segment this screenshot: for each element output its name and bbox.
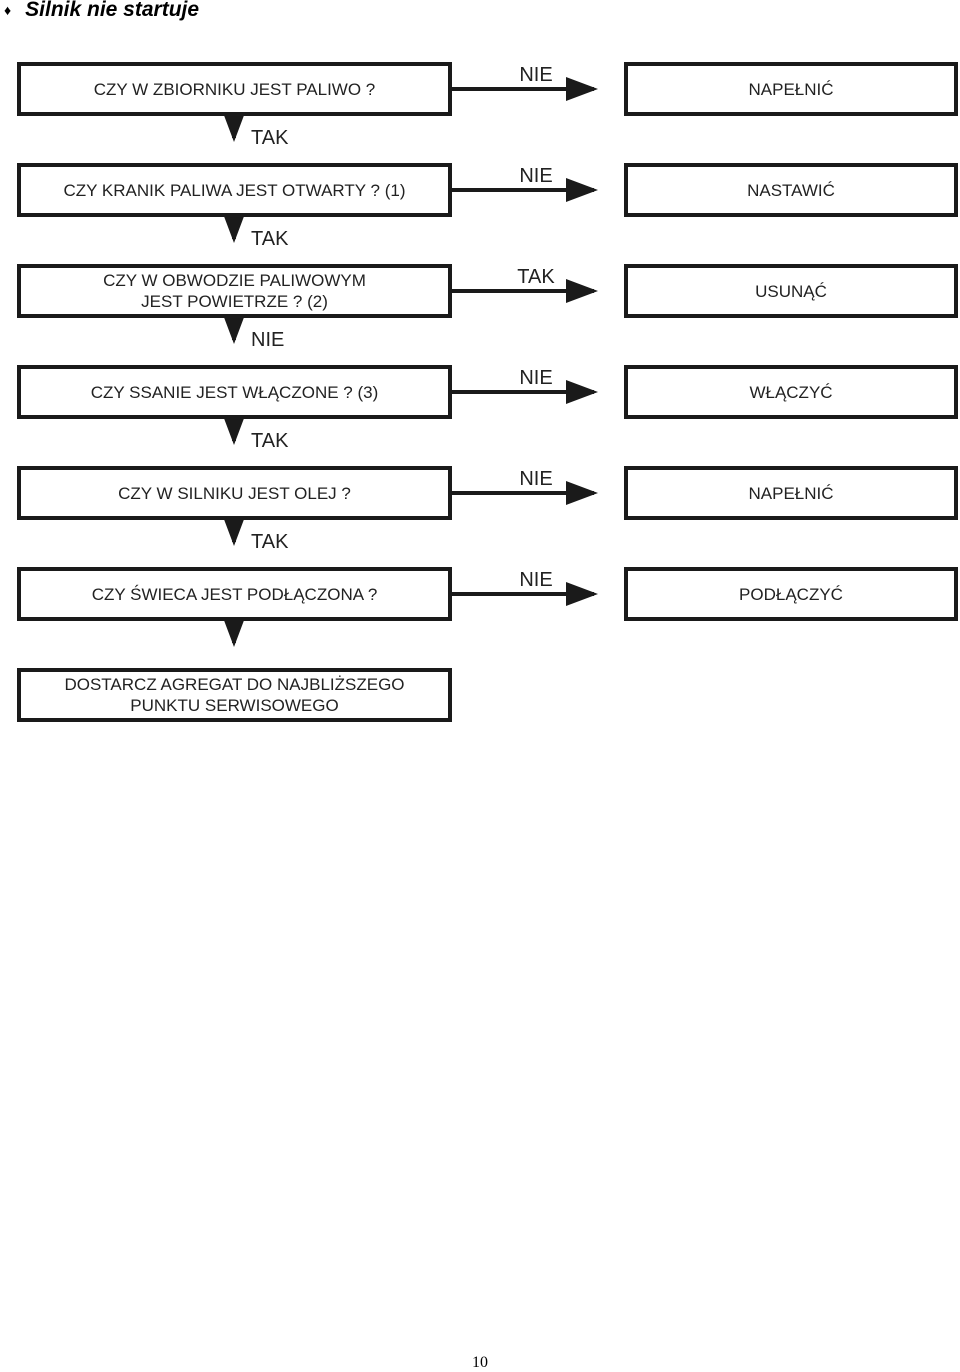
question-box-5: CZY W SILNIKU JEST OLEJ ?: [17, 466, 452, 520]
side-label-3: TAK: [517, 266, 555, 288]
diamond-bullet-icon: ♦: [4, 2, 12, 18]
side-label-4: NIE: [519, 367, 553, 389]
side-label-5: NIE: [519, 468, 553, 490]
down-label-1: TAK: [251, 127, 289, 149]
action-box-5: NAPEŁNIĆ: [624, 466, 958, 520]
action-box-6: PODŁĄCZYĆ: [624, 567, 958, 621]
down-label-3: NIE: [251, 329, 285, 351]
page-title: Silnik nie startuje: [25, 0, 200, 21]
action-box-2: NASTAWIĆ: [624, 163, 958, 217]
page-heading: ♦ Silnik nie startuje: [4, 0, 199, 23]
question-box-4: CZY SSANIE JEST WŁĄCZONE ? (3): [17, 365, 452, 419]
down-label-2: TAK: [251, 228, 289, 250]
side-label-6: NIE: [519, 569, 553, 591]
action-box-1: NAPEŁNIĆ: [624, 62, 958, 116]
side-label-2: NIE: [519, 165, 553, 187]
action-box-4: WŁĄCZYĆ: [624, 365, 958, 419]
question-box-1: CZY W ZBIORNIKU JEST PALIWO ?: [17, 62, 452, 116]
side-label-1: NIE: [519, 64, 553, 86]
down-label-5: TAK: [251, 531, 289, 553]
final-step-box: DOSTARCZ AGREGAT DO NAJBLIŻSZEGO PUNKTU …: [17, 668, 452, 722]
question-box-2: CZY KRANIK PALIWA JEST OTWARTY ? (1): [17, 163, 452, 217]
down-label-4: TAK: [251, 430, 289, 452]
question-box-6: CZY ŚWIECA JEST PODŁĄCZONA ?: [17, 567, 452, 621]
action-box-3: USUNĄĆ: [624, 264, 958, 318]
flowchart-connectors: [222, 77, 598, 647]
question-box-3: CZY W OBWODZIE PALIWOWYM JEST POWIETRZE …: [17, 264, 452, 318]
page-number: 10: [472, 1354, 488, 1371]
